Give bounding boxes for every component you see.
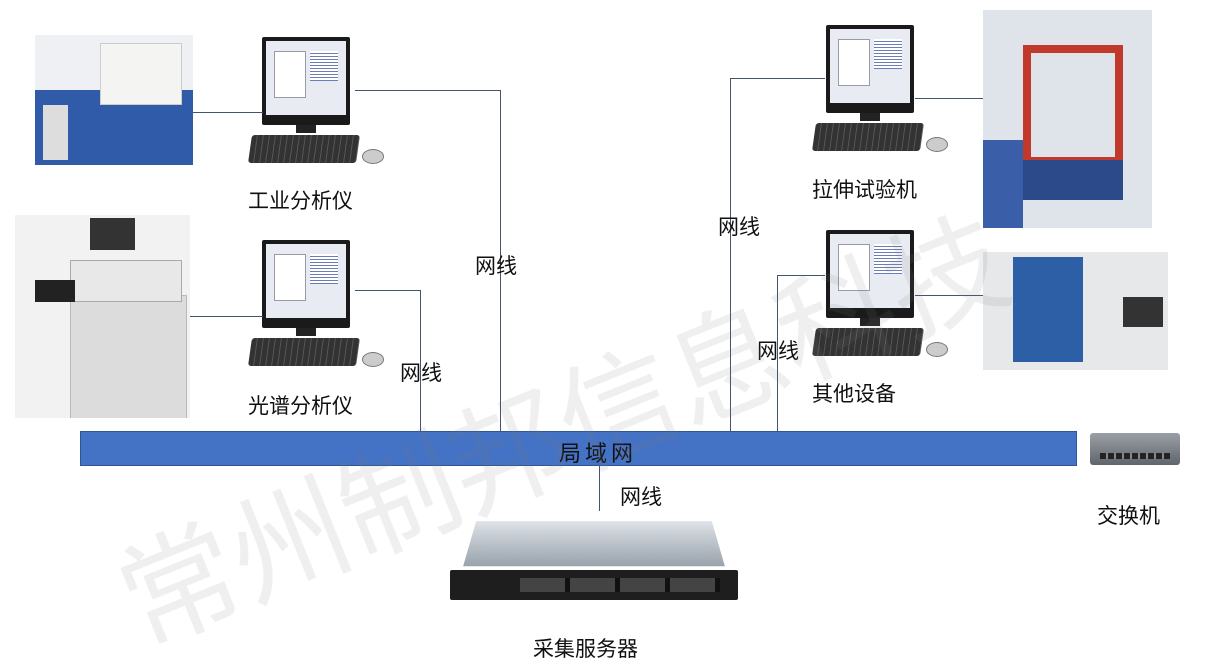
connector [190, 316, 263, 317]
other-equipment-photo [983, 252, 1168, 370]
mouse-icon [926, 342, 948, 357]
computer-spectrometer [248, 240, 390, 375]
industrial-analyzer-photo [35, 35, 193, 165]
switch-label: 交换机 [1097, 504, 1160, 528]
monitor-icon [262, 37, 350, 125]
switch-photo [1085, 425, 1185, 475]
connector [500, 90, 501, 431]
cable-label: 网线 [757, 339, 799, 363]
mouse-icon [926, 137, 948, 152]
keyboard-icon [248, 338, 360, 366]
connector [915, 295, 983, 296]
cable-label: 网线 [718, 215, 760, 239]
lan-label: 局域网 [559, 442, 638, 467]
other-equipment-label: 其他设备 [812, 382, 896, 406]
cable-label: 网线 [620, 485, 662, 509]
server-label: 采集服务器 [533, 637, 638, 661]
connector [730, 78, 731, 431]
cable-label: 网线 [475, 254, 517, 278]
mouse-icon [362, 352, 384, 367]
spectrometer-photo [15, 215, 190, 418]
computer-industrial [248, 37, 390, 172]
computer-tensile [812, 25, 954, 160]
tensile-tester-photo [983, 10, 1152, 228]
cable-label: 网线 [400, 361, 442, 385]
keyboard-icon [248, 135, 360, 163]
keyboard-icon [812, 123, 924, 151]
connector [730, 78, 825, 79]
spectrometer-label: 光谱分析仪 [248, 394, 353, 418]
monitor-icon [262, 240, 350, 328]
connector [355, 290, 420, 291]
industrial-analyzer-label: 工业分析仪 [248, 189, 353, 213]
connector [915, 98, 983, 99]
monitor-icon [826, 230, 914, 318]
connector [355, 90, 500, 91]
monitor-icon [826, 25, 914, 113]
connector [777, 275, 778, 431]
connector [193, 112, 263, 113]
mouse-icon [362, 149, 384, 164]
server-photo [450, 515, 738, 600]
connector [420, 290, 421, 431]
lan-bar: 局域网 [80, 431, 1077, 467]
keyboard-icon [812, 328, 924, 356]
tensile-tester-label: 拉伸试验机 [812, 178, 917, 202]
connector [599, 466, 600, 511]
computer-other [812, 230, 954, 365]
connector [777, 275, 825, 276]
